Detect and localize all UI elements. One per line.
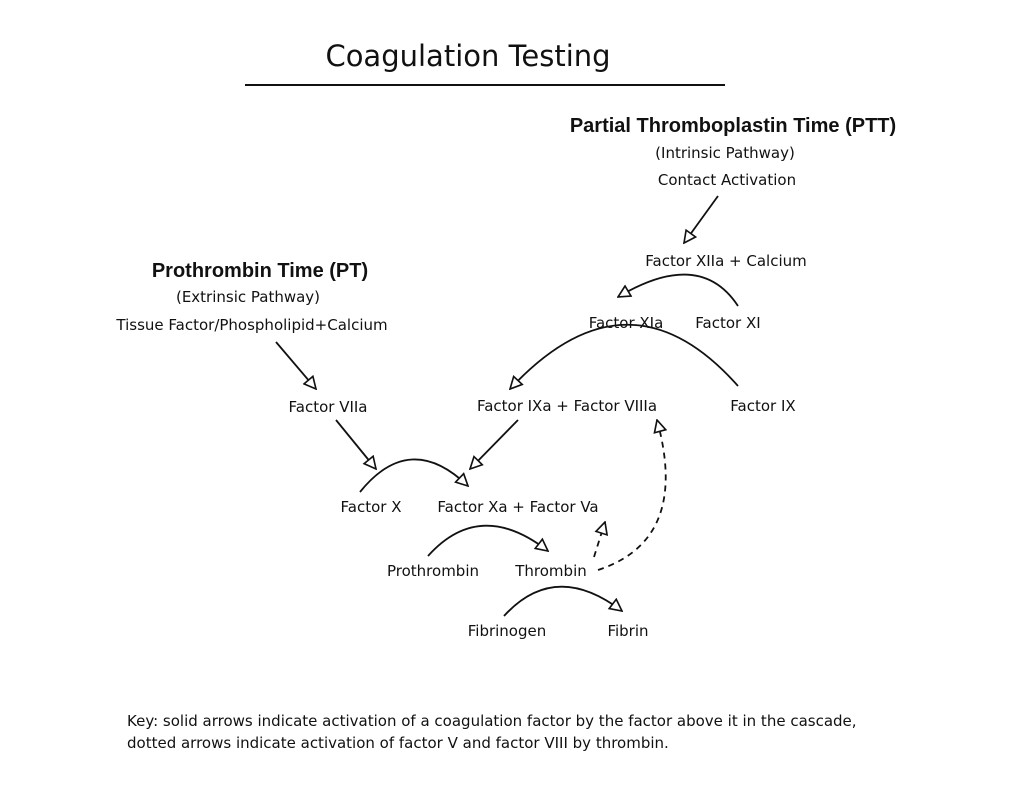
node-fibrinogen: Fibrinogen (467, 622, 547, 640)
arrow-prothrombin-to-thrombin (427, 524, 548, 557)
arrow-ixa-to-xa (470, 419, 519, 469)
arrow-fibrinogen-to-fibrin (503, 585, 622, 617)
arrow-viia-to-x (335, 419, 376, 469)
title-underline (245, 84, 725, 86)
dotted-thrombin-to-viiia (597, 420, 666, 571)
node-thrombin: Thrombin (515, 562, 587, 580)
pt-pathway-label: (Extrinsic Pathway) (175, 288, 321, 306)
node-factor-xi: Factor XI (695, 314, 761, 332)
arrow-contact-to-xiia (684, 195, 719, 243)
dotted-thrombin-to-va (593, 522, 605, 558)
ptt-heading: Partial Thromboplastin Time (PTT) (569, 115, 897, 137)
key-line-2: dotted arrows indicate activation of fac… (127, 734, 669, 752)
ptt-pathway-label: (Intrinsic Pathway) (655, 144, 795, 162)
node-factor-xa-va: Factor Xa + Factor Va (437, 498, 599, 516)
diagram-key: Key: solid arrows indicate activation of… (127, 710, 857, 754)
node-factor-viia: Factor VIIa (288, 398, 368, 416)
node-factor-ixa-viiia: Factor IXa + Factor VIIIa (476, 397, 658, 415)
arrow-tissue-to-viia (275, 341, 316, 389)
page-title: Coagulation Testing (325, 39, 611, 73)
pt-heading: Prothrombin Time (PT) (151, 260, 369, 282)
node-factor-xiia-calcium: Factor XIIa + Calcium (645, 252, 807, 270)
node-prothrombin: Prothrombin (386, 562, 480, 580)
arrow-x-to-xa (359, 458, 468, 493)
pt-start-label: Tissue Factor/Phospholipid+Calcium (116, 316, 388, 334)
node-fibrin: Fibrin (607, 622, 649, 640)
node-factor-ix: Factor IX (730, 397, 796, 415)
arrow-xi-to-xia (618, 273, 739, 307)
node-factor-x: Factor X (340, 498, 402, 516)
arrow-ix-to-ixa (510, 323, 739, 389)
key-line-1: Key: solid arrows indicate activation of… (127, 712, 857, 730)
ptt-start-label: Contact Activation (657, 171, 797, 189)
